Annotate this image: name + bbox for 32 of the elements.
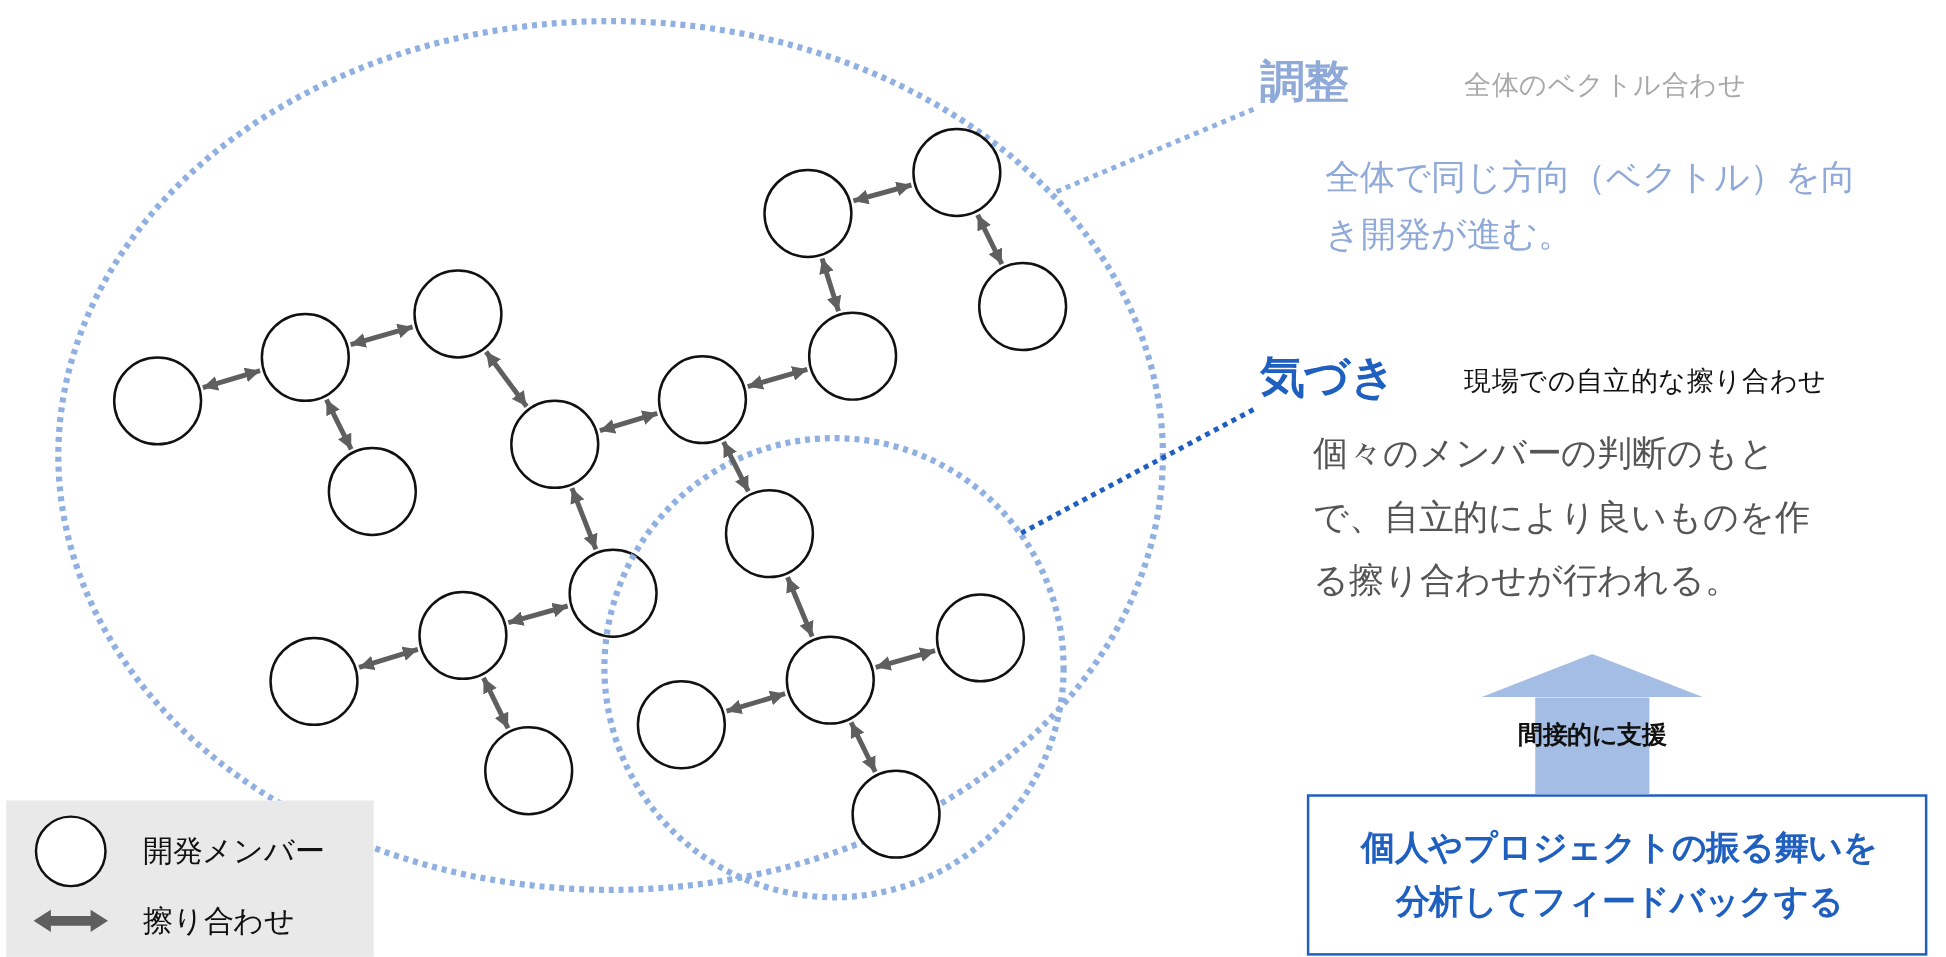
double-arrow — [848, 721, 878, 773]
double-arrow — [484, 350, 529, 408]
double-arrow — [202, 367, 261, 391]
block-arrow — [1480, 654, 1704, 795]
double-arrow — [324, 398, 354, 451]
double-arrow — [721, 440, 751, 493]
double-arrow — [507, 602, 569, 626]
legend-label: 開発メンバー — [142, 833, 326, 870]
double-arrow — [599, 410, 659, 434]
subtitle: 全体のベクトル合わせ — [1464, 68, 1747, 103]
double-arrow — [819, 257, 842, 312]
double-arrow — [358, 646, 419, 671]
double-arrow — [747, 366, 808, 390]
leader-line — [1053, 106, 1255, 195]
double-arrow — [481, 676, 511, 730]
double-arrow — [875, 647, 936, 671]
double-arrow — [852, 181, 913, 205]
info-box — [1306, 794, 1928, 956]
heading: 調整 — [1259, 54, 1350, 109]
double-arrow — [569, 487, 599, 551]
double-arrow — [350, 323, 414, 348]
leader-line — [1019, 407, 1255, 536]
legend-label: 擦り合わせ — [142, 902, 296, 939]
double-arrow — [975, 213, 1005, 266]
description-text: 個々のメンバーの判断のもとで、自立的により良いものを作る擦り合わせが行われる。 — [1313, 433, 1811, 602]
edge-label: 間接的に支援 — [1517, 718, 1667, 750]
double-arrow — [785, 576, 815, 638]
box-text: 個人やプロジェクトの振る舞いを分析してフィードバックする — [1359, 828, 1879, 923]
subtitle: 現場での自立的な擦り合わせ — [1464, 363, 1827, 398]
double-arrow — [725, 690, 786, 715]
heading: 気づき — [1259, 350, 1397, 405]
description-text: 全体で同じ方向（ベクトル）を向き開発が進む。 — [1325, 156, 1857, 256]
